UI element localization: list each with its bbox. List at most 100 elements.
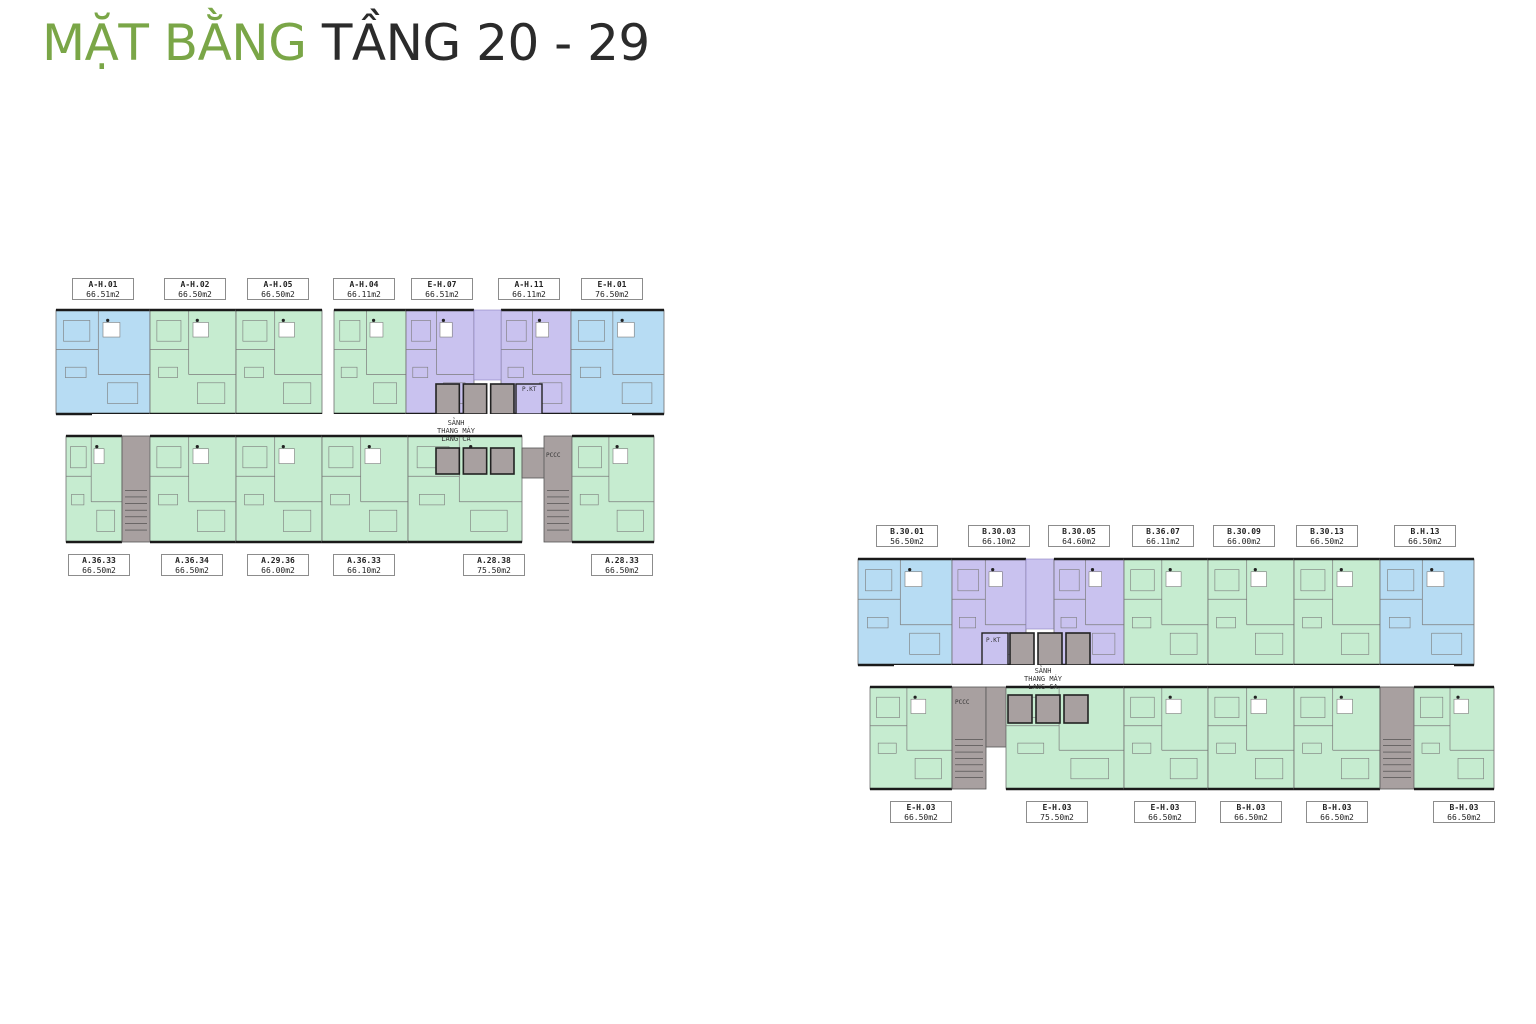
bed-furniture [156, 320, 182, 342]
unit-area: 66.51m2 [86, 290, 120, 299]
bathroom [1088, 571, 1102, 587]
unit-code: B-H.03 [1449, 803, 1479, 812]
bathroom [988, 571, 1003, 587]
unit-area: 66.51m2 [425, 290, 459, 299]
unit-area: 66.11m2 [512, 290, 546, 299]
unit-code: A-H.11 [514, 280, 544, 289]
apartment-unit[interactable] [1293, 685, 1381, 791]
apartment-unit[interactable] [857, 557, 953, 667]
sofa-furniture [1017, 742, 1045, 754]
bathroom [1426, 571, 1445, 587]
bed-furniture [242, 446, 268, 469]
unit-code: A.36.33 [82, 556, 116, 565]
unit-area: 66.11m2 [1146, 537, 1180, 546]
apartment-unit[interactable] [149, 308, 237, 416]
bathroom [102, 322, 121, 338]
unit-area: 66.00m2 [261, 566, 295, 575]
bed-furniture [1431, 632, 1463, 655]
fixture-dot [1456, 695, 1460, 699]
apartment-unit[interactable] [65, 434, 123, 544]
fixture-dot [1253, 568, 1257, 572]
bathroom [278, 322, 295, 338]
elevator-shaft [1063, 694, 1089, 724]
elevator-shaft [462, 383, 488, 415]
bed-furniture [1387, 569, 1415, 592]
fixture-dot [537, 318, 542, 322]
title-part-dark: TẦNG 20 - 29 [321, 14, 650, 72]
apartment-unit[interactable] [1123, 557, 1209, 667]
apartment-unit[interactable] [1293, 557, 1381, 667]
apartment-unit[interactable] [1123, 685, 1209, 791]
unit-code: B-H.03 [1322, 803, 1352, 812]
unit-code: E-H.03 [906, 803, 936, 812]
sofa-furniture [71, 494, 85, 506]
apartment-unit[interactable] [1207, 557, 1295, 667]
unit-code: B.30.01 [890, 527, 924, 536]
bathroom [617, 322, 635, 338]
apartment-unit[interactable] [1379, 557, 1475, 667]
apartment-unit[interactable] [149, 434, 237, 544]
fixture-dot [620, 318, 624, 322]
unit-code: B-H.03 [1236, 803, 1266, 812]
bed-furniture [96, 509, 116, 532]
unit-area: 75.50m2 [1040, 813, 1074, 822]
sofa-furniture [1216, 742, 1236, 754]
fixture-dot [367, 445, 371, 449]
unit-code: A.36.33 [347, 556, 381, 565]
bathroom [535, 322, 549, 338]
sofa-furniture [1060, 617, 1077, 629]
unit-area: 66.50m2 [904, 813, 938, 822]
unit-area: 66.50m2 [1408, 537, 1442, 546]
fixture-dot [441, 318, 445, 322]
elevator-shaft [489, 383, 515, 415]
unit-code: B.30.05 [1062, 527, 1096, 536]
apartment-unit[interactable] [571, 434, 655, 544]
bed-furniture [328, 446, 354, 469]
lift-lobby [473, 309, 502, 381]
page-title: MẶT BẰNG TẦNG 20 - 29 [42, 14, 650, 72]
apartment-unit[interactable] [869, 685, 953, 791]
apartment-unit[interactable] [321, 434, 409, 544]
apartment-unit[interactable] [333, 308, 407, 416]
unit-area: 75.50m2 [477, 566, 511, 575]
sofa-furniture [959, 617, 976, 629]
apartment-unit[interactable] [235, 434, 323, 544]
unit-area: 66.50m2 [82, 566, 116, 575]
bed-furniture [197, 509, 226, 532]
core-tag: PCCC [546, 452, 561, 459]
apartment-unit[interactable] [235, 308, 323, 416]
apartment-unit[interactable] [1413, 685, 1495, 791]
apartment-unit[interactable] [1207, 685, 1295, 791]
bed-furniture [506, 320, 527, 342]
core-label-a: SẢNH THANG MÁY LANG CA [411, 419, 501, 443]
floor-plan-a-drawing [55, 308, 665, 544]
apartment-unit[interactable] [570, 308, 665, 416]
apartment-unit[interactable] [55, 308, 151, 416]
